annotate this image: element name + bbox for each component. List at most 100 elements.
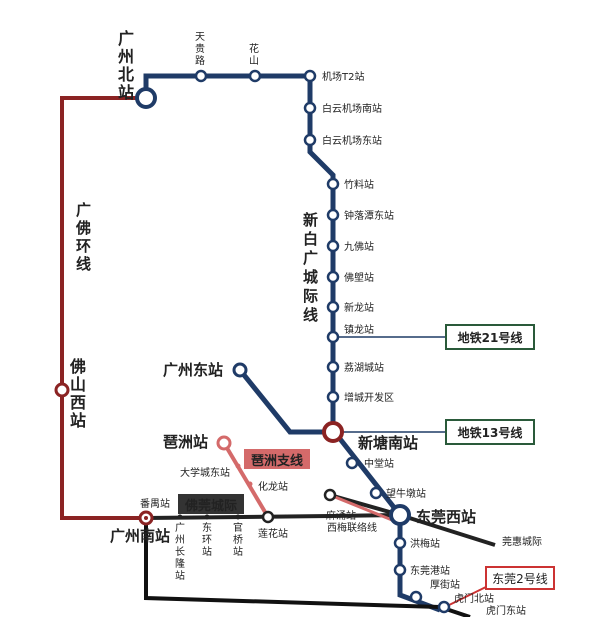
svg-text:山: 山 [70,375,86,394]
station-zhuliao[interactable] [326,177,340,191]
station-zhenlong[interactable] [326,330,340,344]
xinbai-label: 新 白 广 城 际 线 [303,211,318,324]
hualong-label: 化龙站 [258,480,288,493]
station-zengcheng-dev[interactable] [326,390,340,404]
svg-text:站: 站 [202,545,212,558]
wangniudun-label: 望牛墩站 [386,487,426,500]
jiufo-label: 九佛站 [344,240,374,253]
station-humen-north[interactable] [437,600,451,614]
station-dongguan-port[interactable] [393,563,407,577]
station-hualong[interactable] [247,481,253,487]
svg-text:州: 州 [175,534,185,546]
svg-text:城: 城 [303,268,318,286]
svg-text:站: 站 [233,545,243,558]
huashan-label: 花 山 [249,42,259,67]
xintang-south-label: 新塘南站 [358,434,418,452]
svg-text:站: 站 [175,569,185,582]
foshan-west-label: 佛 山 西 站 [69,357,86,430]
station-houjie[interactable] [409,590,423,604]
station-huashan[interactable] [248,69,262,83]
guangzhou-east-branch-line [238,368,333,435]
metro13-label: 地铁13号线 [458,425,523,440]
machong-label: 麻涌站 [326,509,356,522]
pizhou-label: 琶洲站 [163,433,208,451]
daxuecheng-east-label: 大学城东站 [180,466,230,479]
dongguan-west-label: 东莞西站 [416,508,476,526]
station-tiangui-road[interactable] [194,69,208,83]
metro13-box[interactable] [445,419,535,445]
station-lihu-city[interactable] [326,360,340,374]
svg-text:白: 白 [303,230,318,248]
svg-text:官: 官 [233,521,243,534]
svg-text:州: 州 [117,47,134,66]
station-wangniudun[interactable] [369,486,383,500]
station-machong[interactable] [323,488,337,502]
station-baiyun-airport-east[interactable] [303,133,317,147]
guangzhou-east-label: 广州东站 [163,361,223,379]
station-xintang-south[interactable] [322,421,344,443]
svg-text:隆: 隆 [175,557,185,570]
zengcheng-dev-label: 增城开发区 [344,391,394,404]
zhongtang-label: 中堂站 [364,457,394,470]
houjie-label: 厚街站 [430,578,460,591]
svg-text:广: 广 [76,201,91,219]
guanqiao-label: 官 桥 站 [233,521,243,558]
station-foshan-west[interactable] [54,382,70,398]
station-airport-t2[interactable] [303,69,317,83]
lianhua-label: 莲花站 [258,527,288,540]
airport-t2-label: 机场T2站 [322,70,364,83]
hongmei-label: 洪梅站 [410,537,440,550]
station-zhongtang[interactable] [345,456,359,470]
panyu-label: 番禺站 [140,497,170,510]
dongguan2-line [444,585,489,608]
xinlong-label: 新龙站 [344,301,374,314]
pizhou-branch-label: 琶洲支线 [251,453,303,469]
svg-text:路: 路 [195,54,205,67]
svg-text:广: 广 [175,522,185,534]
svg-text:桥: 桥 [233,534,243,546]
zhenlong-label: 镇龙站 [344,323,374,336]
station-dongguan-west[interactable] [389,504,411,526]
station-fokeng[interactable] [326,270,340,284]
station-xinlong[interactable] [326,300,340,314]
svg-text:山: 山 [249,55,259,67]
station-guangzhou-east[interactable] [232,362,248,378]
station-daxuecheng-east[interactable] [235,463,241,469]
lihu-city-label: 荔湖城站 [344,361,384,374]
station-guangzhou-changlong[interactable] [177,514,183,520]
svg-text:线: 线 [303,306,318,324]
svg-text:环: 环 [202,535,212,546]
station-donghuan[interactable] [204,514,210,520]
xinbai-line-south [331,428,441,613]
station-zhongluotan-east[interactable] [326,208,340,222]
xihuan-label: 西梅联络线 [327,521,377,534]
tiangui-road-label: 天 贵 路 [195,32,205,67]
dongguan-port-label: 东莞港站 [410,564,450,577]
dongguan2-box[interactable] [485,566,555,590]
guangzhou-changlong-label: 广 州 长 隆 站 [175,522,185,582]
svg-text:线: 线 [76,255,91,273]
guangzhou-north-label: 广 州 北 站 [117,29,134,102]
dongguan2-label: 东莞2号线 [492,572,548,586]
station-guanqiao[interactable] [235,514,241,520]
station-pizhou[interactable] [216,435,232,451]
humen-east-label: 虎门东站 [486,604,526,617]
metro21-box[interactable] [445,324,535,350]
svg-text:佛: 佛 [69,357,86,376]
xihuan-line [329,493,393,522]
zhongluotan-east-label: 钟落潭东站 [344,209,394,222]
baiyun-airport-east-label: 白云机场东站 [322,134,382,147]
guangfo-ring-label: 广 佛 环 线 [75,201,91,273]
station-baiyun-airport-south[interactable] [303,101,317,115]
pizhou-branch-label-box [244,449,310,469]
station-hongmei[interactable] [393,536,407,550]
station-guangzhou-north[interactable] [135,87,157,109]
svg-text:新: 新 [303,211,318,229]
guangfo-ring-line [60,96,146,520]
svg-text:广: 广 [118,29,134,48]
station-panyu[interactable] [144,516,148,520]
station-jiufo[interactable] [326,239,340,253]
fokeng-label: 佛塱站 [344,271,374,284]
station-lianhua[interactable] [261,510,275,524]
